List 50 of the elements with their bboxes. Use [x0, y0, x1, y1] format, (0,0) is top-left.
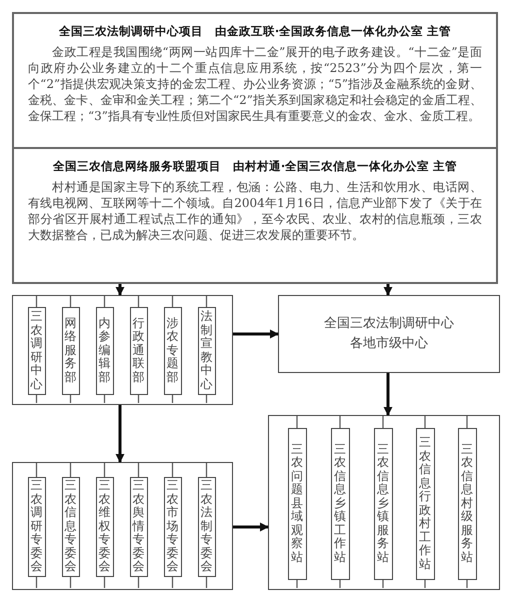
unit-box: [458, 428, 476, 580]
unit-label: 网络服务部: [64, 316, 76, 384]
unit-box: [28, 476, 46, 576]
unit-label: 三农问题县域观察站: [291, 442, 303, 564]
unit-label: 三农市场专委会: [166, 479, 178, 574]
unit-box: [164, 306, 182, 394]
arrow: [233, 522, 269, 532]
arrow: [384, 284, 392, 296]
arrow: [116, 284, 124, 296]
group-box: [12, 295, 233, 405]
unit-box: [130, 306, 148, 394]
unit-label: 三农调研中心: [30, 310, 42, 391]
unit-label: 内参编辑部: [98, 316, 110, 384]
group-box: [12, 462, 233, 590]
project-box: [12, 12, 498, 149]
group-box: [268, 415, 500, 590]
unit-box: [28, 306, 46, 394]
unit-label: 三农信息行政村工作站: [419, 436, 431, 571]
unit-box: [62, 306, 80, 394]
unit-label: 三农调研专委会: [30, 479, 42, 574]
unit-label: 三农舆情专委会: [132, 479, 144, 574]
unit-label: 行政通联部: [132, 316, 144, 384]
box-heading: 全国三农法制调研中心项目 由金政互联·全国政务信息一体化办公室 主管: [58, 24, 452, 39]
box-heading: 全国三农信息网络服务联盟项目 由村村通·全国三农信息一体化办公室 主管: [52, 159, 458, 174]
project-box: [12, 147, 498, 284]
unit-box: [130, 476, 148, 576]
unit-box: [416, 428, 434, 580]
unit-box: [330, 428, 350, 580]
unit-box: [96, 476, 114, 576]
paragraph: 村村通是国家主导下的系统工程，包涵：公路、电力、生活和饮用水、电话网、有线电视网、互联网等十二个领域。自2004年1月16日，信息产业部下发了《关于在部分省区开展村通工程试点工作的通知》，至今农民、农业、农村的信息瓶颈，三农大数据整合，已成为解决三农问题、促进三农发展的重要环节。: [28, 179, 482, 243]
unit-label: 三农信息乡镇服务站: [377, 442, 389, 564]
unit-box: [288, 428, 306, 580]
unit-label: 三农信息专委会: [64, 479, 76, 574]
arrow: [233, 330, 279, 338]
unit-box: [164, 476, 182, 576]
unit-label: 涉农专题部: [166, 316, 178, 384]
unit-label: 三农信息乡镇工作站: [334, 442, 346, 564]
unit-box: [374, 428, 392, 580]
unit-box: [198, 476, 216, 576]
unit-box: [198, 306, 216, 394]
arrow: [384, 373, 392, 416]
unit-box: [96, 306, 114, 394]
unit-label: 三农法制专委会: [200, 479, 212, 574]
unit-label: 法制宣教中心: [200, 310, 212, 391]
arrow: [116, 405, 124, 463]
center-box: 全国三农法制调研中心各地市级中心: [278, 295, 500, 373]
paragraph: 金政工程是我国围绕“两网一站四库十二金”展开的电子政务建设。“十二金”是面向政府办公业务建立的十二个重点信息应用系统，按“2523”分为四个层次，第一个“2”指提供宏观决策支持的金宏工程、办公业务资源；“5”指涉及金融系统的金财、金税、金卡、金审和金关工程；第二个“2”指关系到国家稳定和社会稳定的金盾工程、金保工程；“3”指具有专业性质但对国家民生具有重要意义的金农、金水、金质工程。: [28, 44, 482, 124]
unit-label: 三农信息村级服务站: [461, 442, 473, 564]
unit-box: [62, 476, 80, 576]
unit-label: 三农维权专委会: [98, 479, 110, 574]
